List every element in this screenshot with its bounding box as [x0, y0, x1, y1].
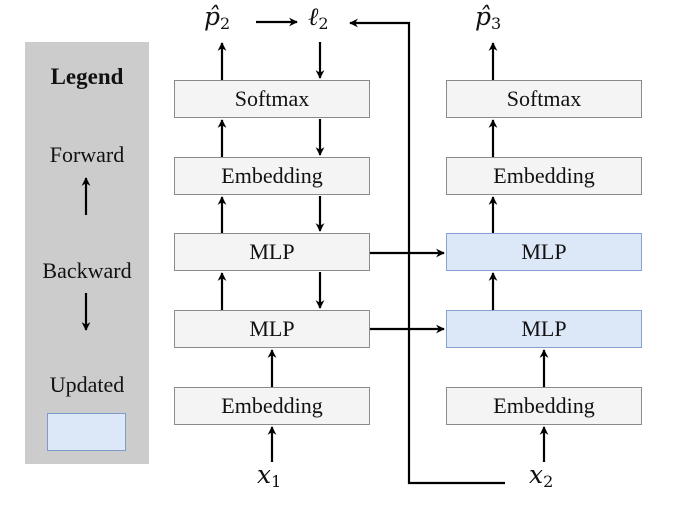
left-embedding-bottom-block: Embedding [174, 387, 370, 425]
block-label: Softmax [506, 86, 582, 111]
legend-backward-label: Backward [42, 258, 132, 283]
input-x2: x2 [529, 460, 554, 491]
block-label: MLP [249, 316, 295, 341]
left-mlp-lower-block: MLP [174, 310, 370, 348]
legend-title: Legend [50, 64, 124, 89]
left-mlp-upper-block: MLP [174, 233, 370, 271]
left-softmax-block: Softmax [174, 80, 370, 118]
legend-updated-swatch [47, 413, 126, 451]
block-label: Embedding [493, 393, 595, 418]
block-label: MLP [249, 239, 295, 264]
legend-panel: Legend Forward Backward Updated [25, 42, 149, 464]
block-label: Embedding [221, 163, 323, 188]
right-softmax-block: Softmax [446, 80, 642, 118]
block-label: MLP [521, 239, 567, 264]
left-embedding-top-block: Embedding [174, 157, 370, 195]
left-output-p-hat-2: p̂2 [204, 2, 231, 33]
x2-to-loss-path [349, 18, 505, 485]
right-embedding-top-block: Embedding [446, 157, 642, 195]
right-output-p-hat-3: p̂3 [475, 2, 502, 33]
legend-forward-label: Forward [49, 142, 125, 167]
input-x1: x1 [257, 460, 282, 491]
block-label: Embedding [221, 393, 323, 418]
block-label: Embedding [493, 163, 595, 188]
loss-l2: ℓ2 [308, 2, 329, 33]
legend-updated-label: Updated [49, 372, 125, 397]
right-mlp-lower-block-updated: MLP [446, 310, 642, 348]
right-embedding-bottom-block: Embedding [446, 387, 642, 425]
block-label: Softmax [234, 86, 310, 111]
block-label: MLP [521, 316, 567, 341]
right-mlp-upper-block-updated: MLP [446, 233, 642, 271]
